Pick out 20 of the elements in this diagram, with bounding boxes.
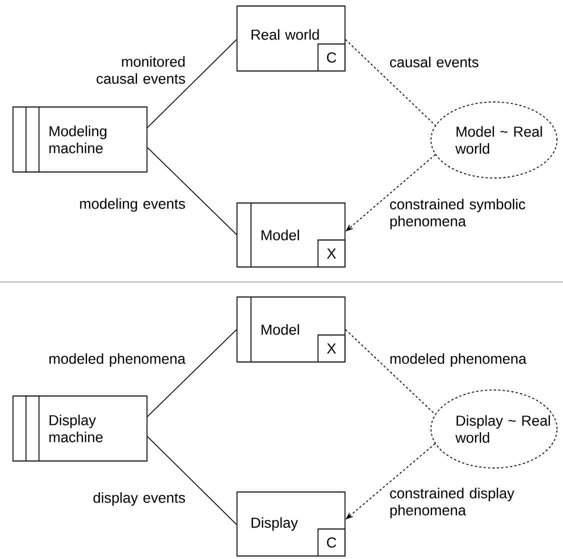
edge-label: modeled phenomena: [390, 353, 526, 367]
edge-label: display events: [93, 492, 185, 506]
marker-box: C: [318, 44, 346, 72]
marker-box: C: [318, 528, 346, 556]
marker-box: X: [318, 240, 346, 268]
edge-label: modeled phenomena: [49, 353, 186, 367]
connector: [147, 39, 237, 128]
connector: [147, 436, 237, 525]
edge-label: causal events: [390, 56, 478, 68]
edge-label: constrained display phenomena: [390, 488, 514, 518]
machine-box: Modeling machine: [12, 106, 148, 172]
machine-box: Display machine: [12, 396, 148, 462]
connector: [345, 39, 436, 126]
edge-label: modeling events: [80, 198, 185, 212]
edge-label: constrained symbolic phenomena: [390, 198, 526, 230]
marker-box: X: [318, 334, 346, 362]
edge-label: monitored causal events: [96, 56, 185, 84]
connector: [147, 329, 237, 417]
connector: [345, 329, 436, 415]
connector: [147, 147, 237, 235]
